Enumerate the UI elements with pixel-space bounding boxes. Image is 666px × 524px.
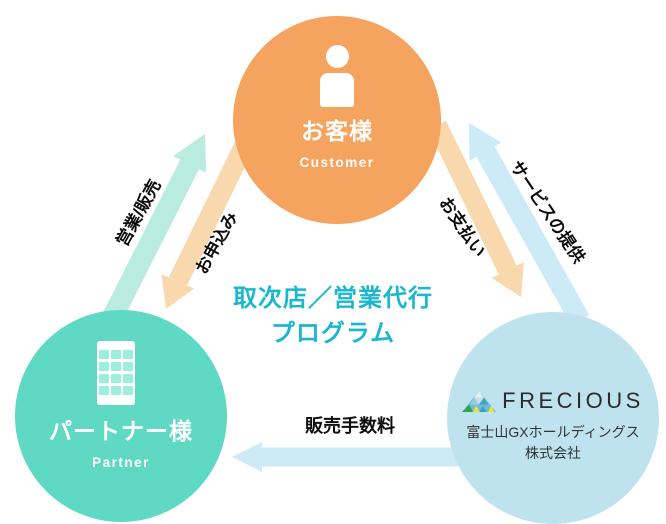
person-icon-body: [320, 73, 354, 107]
program-title: 取次店／営業代行 プログラム: [233, 281, 433, 351]
application-arrow: [161, 137, 255, 309]
commission-arrow-label: 販売手数料: [305, 416, 395, 436]
frecious-company-line2: 株式会社: [525, 445, 581, 461]
customer-subtitle: Customer: [299, 155, 375, 170]
customer-node: お客様 Customer: [233, 16, 441, 224]
building-icon-windows: [99, 350, 133, 395]
person-icon: [320, 45, 354, 107]
partner-subtitle: Partner: [92, 455, 150, 470]
program-title-line2: プログラム: [270, 320, 396, 347]
commission-arrow: [232, 442, 468, 472]
frecious-company-name: 富士山GXホールディングス 株式会社: [447, 422, 659, 464]
service-arrow: [469, 123, 590, 326]
partner-node: パートナー様 Partner: [15, 310, 227, 522]
sales-arrow: [97, 134, 207, 333]
program-title-line1: 取次店／営業代行: [233, 285, 433, 312]
payment-arrow: [428, 120, 524, 297]
frecious-brand-text: FRECIOUS: [502, 388, 644, 413]
partner-title: パートナー様: [49, 418, 193, 444]
frecious-brand-row: FRECIOUS: [447, 388, 659, 414]
customer-title: お客様: [301, 118, 373, 144]
frecious-node: FRECIOUS 富士山GXホールディングス 株式会社: [447, 312, 659, 524]
person-icon-head: [325, 45, 349, 68]
building-icon: [97, 341, 135, 405]
frecious-company-line1: 富士山GXホールディングス: [466, 424, 640, 440]
mountain-logo-icon: [462, 390, 497, 412]
